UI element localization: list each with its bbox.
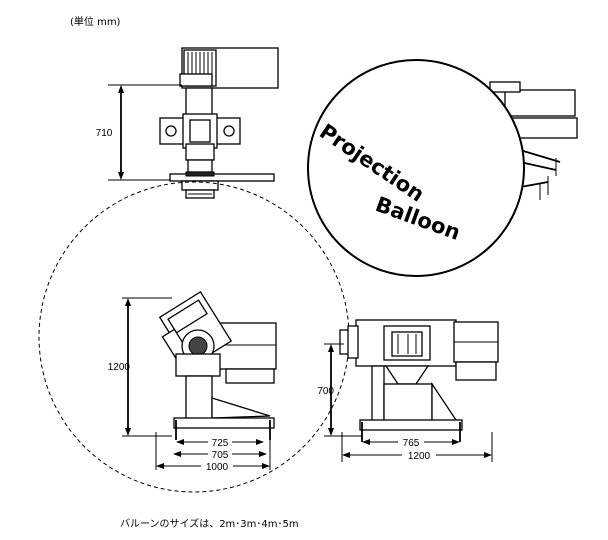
top-view-height-dimension: 710 [96,128,113,139]
front-view-width-1200: 1200 [408,451,431,462]
front-view-width-765: 765 [403,438,420,449]
balloon [307,59,525,277]
top-view: 710 [96,47,279,199]
side-view-width-1000: 1000 [206,462,229,473]
side-view-height-dimension: 1200 [108,362,131,373]
side-view-width-705: 705 [212,450,229,461]
unit-label: (単位 mm) [70,15,121,28]
balloon-illustration: Projection Balloon [307,59,578,277]
front-view: 700 765 1200 [317,319,499,462]
balloon-size-note: バルーンのサイズは、2m･3m･4m･5m [120,517,299,530]
side-view: 1200 725 705 1000 [108,290,277,473]
side-view-width-725: 725 [212,438,229,449]
front-view-height-dimension: 700 [317,386,334,397]
